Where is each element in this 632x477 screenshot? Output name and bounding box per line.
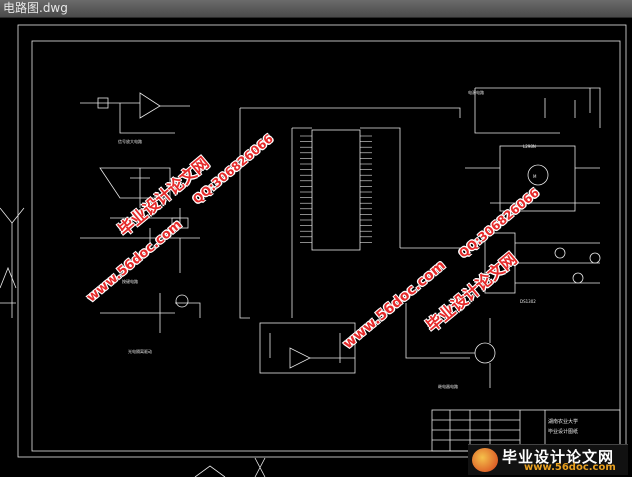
power-circuit <box>474 87 601 134</box>
drawing-tab-title: 电路图.dwg <box>3 1 68 15</box>
mcu-to-driver-wire <box>405 303 470 359</box>
label-opamp: 信号放大电路 <box>118 138 142 144</box>
school-line1: 湖南农业大学 <box>548 418 578 425</box>
led-1 <box>554 247 566 259</box>
title-block-grid <box>432 410 546 451</box>
outer-frame <box>17 24 627 458</box>
motor-symbol <box>527 164 549 186</box>
hbridge-wiring <box>465 167 600 204</box>
led-2 <box>572 272 584 284</box>
inner-frame <box>31 40 621 452</box>
sensor-block <box>99 167 171 199</box>
opamp-1 <box>80 92 161 119</box>
axis-mark-1 <box>194 465 226 477</box>
label-motor: M <box>533 174 537 179</box>
label-power: 电源电路 <box>468 89 484 95</box>
mcu-bus-right <box>360 127 401 248</box>
led-3 <box>589 252 601 264</box>
sensor-wiring <box>130 168 150 208</box>
logo-site: www.56doc.com <box>524 462 616 473</box>
opamp-2 <box>289 347 311 369</box>
lcd-bus <box>515 242 600 284</box>
watermark-logo: 毕业设计论文网 www.56doc.com <box>468 444 628 475</box>
label-driver: 光电隔离驱动 <box>128 348 152 354</box>
opamp-1-wiring <box>119 103 190 134</box>
driver-circuit <box>100 293 201 333</box>
mcu-bus-left <box>291 127 312 318</box>
amp-box <box>259 322 356 374</box>
top-wire <box>240 107 461 118</box>
mcu-chip <box>311 129 361 251</box>
ucs-mark-bottom <box>0 266 17 304</box>
mcu-pins <box>300 135 372 243</box>
logo-icon <box>472 448 498 472</box>
transistor <box>474 342 496 364</box>
label-keys: 按键电路 <box>122 278 138 284</box>
opamp-2-wiring <box>269 333 355 363</box>
transistor-wiring <box>440 318 491 388</box>
logo-brand: 毕业设计论文网 <box>502 448 615 466</box>
opamp-1-resistor <box>97 97 109 109</box>
label-l298: L298N <box>523 144 536 149</box>
drawing-tab[interactable]: 电路图.dwg <box>0 0 632 18</box>
driver-led <box>175 294 189 308</box>
cad-drawing-canvas[interactable]: 电源电路 L298N M DS1302 信号放大电路 按键电路 光电隔离驱动 继… <box>0 18 632 477</box>
keys-resistor <box>171 217 189 229</box>
label-ds1302: DS1302 <box>520 299 536 304</box>
hbridge <box>499 145 576 212</box>
axis-mark-2 <box>254 457 266 477</box>
label-relay: 继电器电路 <box>438 383 458 389</box>
keys-circuit <box>80 228 200 273</box>
school-line2: 毕业设计图纸 <box>548 428 578 435</box>
power-caps <box>544 88 591 118</box>
left-vertical-wire <box>239 108 250 319</box>
ucs-mark-top <box>0 207 25 224</box>
